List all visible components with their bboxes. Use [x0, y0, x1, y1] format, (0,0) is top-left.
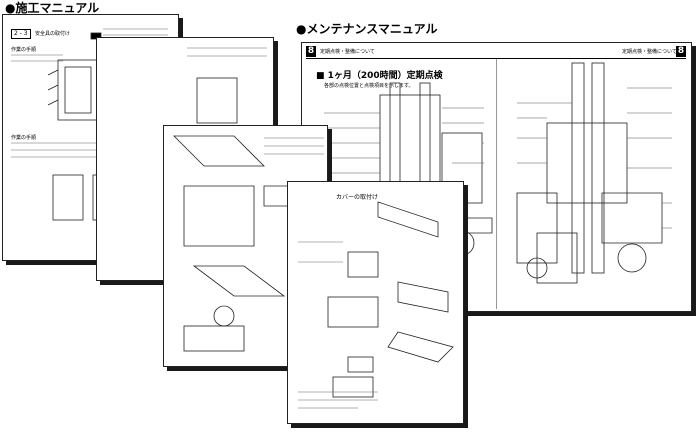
block-a-title: 作業の手順: [11, 47, 37, 53]
page-4-title: カバーの取付け: [336, 194, 379, 201]
chapter-badge-right: 8: [676, 46, 686, 57]
intro-text: 各部の点検位置と点検項目を示します。: [324, 83, 414, 89]
section-title: ■ 1ヶ月（200時間）定期点検: [316, 71, 443, 81]
install-manual-heading: ●施工マニュアル: [5, 1, 100, 15]
header-right: 定期点検・整備について: [622, 49, 677, 55]
page-4-diagram: [298, 201, 454, 409]
chapter-badge-left: 8: [306, 46, 316, 57]
header-left: 定期点検・整備について: [320, 49, 375, 55]
section-number: 2 - 3: [11, 29, 31, 39]
page-3-diagram: [173, 135, 324, 352]
install-page-4: カバーの取付け: [287, 181, 464, 424]
header-rule: [306, 58, 686, 59]
maintenance-manual-heading: ●メンテナンスマニュアル: [296, 22, 438, 36]
spread-gutter: [496, 59, 497, 309]
block-b-title: 作業の手順: [11, 135, 37, 141]
section-title: 安全具の取付け: [35, 31, 71, 37]
